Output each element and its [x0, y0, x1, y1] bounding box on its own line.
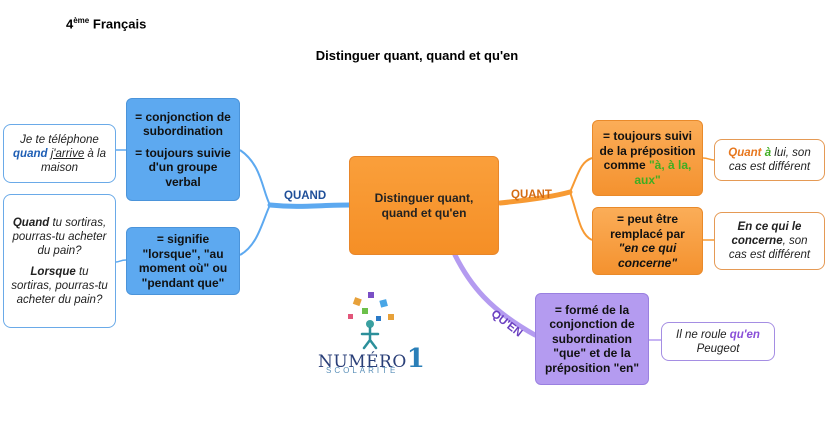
- quen-definition-box[interactable]: = formé de la conjonction de subordinati…: [535, 293, 649, 385]
- quant-replacement-text: = peut être remplacé par "en ce qui conc…: [610, 212, 685, 270]
- quant-sub1-connector: [569, 157, 593, 193]
- quant-example-note1[interactable]: Quant à lui, son cas est différent: [714, 139, 825, 181]
- page-title: Distinguer quant, quand et qu'en: [315, 48, 519, 63]
- quand-note2-connector: [115, 259, 127, 263]
- quand-example2-text1: Quand tu sortiras, pourras-tu acheter du…: [12, 216, 107, 257]
- logo-wordmark: NUMÉRO1: [318, 344, 426, 374]
- quen-connector: [452, 252, 538, 338]
- class-level-suffix: ème: [73, 16, 90, 25]
- central-topic-label: Distinguer quant, quand et qu'en: [374, 191, 474, 220]
- numero1-logo: NUMÉRO1 SCOLARITÉ: [318, 288, 426, 380]
- quen-example-note[interactable]: Il ne roule qu'en Peugeot: [661, 322, 775, 361]
- quand-sub2-connector: [239, 204, 271, 256]
- central-topic[interactable]: Distinguer quant, quand et qu'en: [349, 156, 499, 255]
- quand-example-note2[interactable]: Quand tu sortiras, pourras-tu acheter du…: [3, 194, 116, 328]
- quand-definition-line1: = conjonction de subordination: [135, 109, 231, 139]
- class-level: 4: [66, 16, 74, 32]
- quant-connector: [497, 189, 573, 206]
- branch-label-quand: QUAND: [284, 190, 327, 202]
- quand-meaning-text: = signifie "lorsque", "au moment où" ou …: [138, 232, 228, 290]
- quen-example-text: Il ne roule qu'en Peugeot: [676, 328, 760, 355]
- quand-example1-text: Je te téléphone quand j'arrive à la mais…: [13, 133, 106, 174]
- quant-replacement-box[interactable]: = peut être remplacé par "en ce qui conc…: [592, 207, 703, 275]
- quand-definition-line2: = toujours suivie d'un groupe verbal: [135, 145, 231, 189]
- quant-example2-text: En ce qui le concerne, son cas est diffé…: [728, 221, 811, 261]
- quen-definition-text: = formé de la conjonction de subordinati…: [544, 302, 640, 375]
- quant-sub2-connector: [569, 191, 593, 241]
- quant-preposition-text: = toujours suivi de la préposition comme…: [599, 129, 696, 187]
- quand-example-note1[interactable]: Je te téléphone quand j'arrive à la mais…: [3, 124, 116, 183]
- page-header: 4ème Français: [66, 16, 146, 31]
- quant-preposition-box[interactable]: = toujours suivi de la préposition comme…: [592, 120, 703, 196]
- quand-meaning-box[interactable]: = signifie "lorsque", "au moment où" ou …: [126, 227, 240, 295]
- quant-note1-connector: [702, 157, 715, 161]
- quand-sub1-connector: [239, 149, 271, 206]
- quand-definition-box[interactable]: = conjonction de subordination = toujour…: [126, 98, 240, 201]
- branch-label-quant: QUANT: [511, 189, 552, 201]
- quand-connector: [267, 202, 353, 209]
- quant-example-note2[interactable]: En ce qui le concerne, son cas est diffé…: [714, 212, 825, 270]
- quant-example1-text: Quant à lui, son cas est différent: [728, 147, 811, 173]
- logo-subtitle: SCOLARITÉ: [326, 366, 399, 375]
- quand-example2-text2: Lorsque tu sortiras, pourras-tu acheter …: [11, 265, 108, 306]
- subject-label: Français: [92, 16, 147, 32]
- logo-figure-icon: [348, 292, 394, 350]
